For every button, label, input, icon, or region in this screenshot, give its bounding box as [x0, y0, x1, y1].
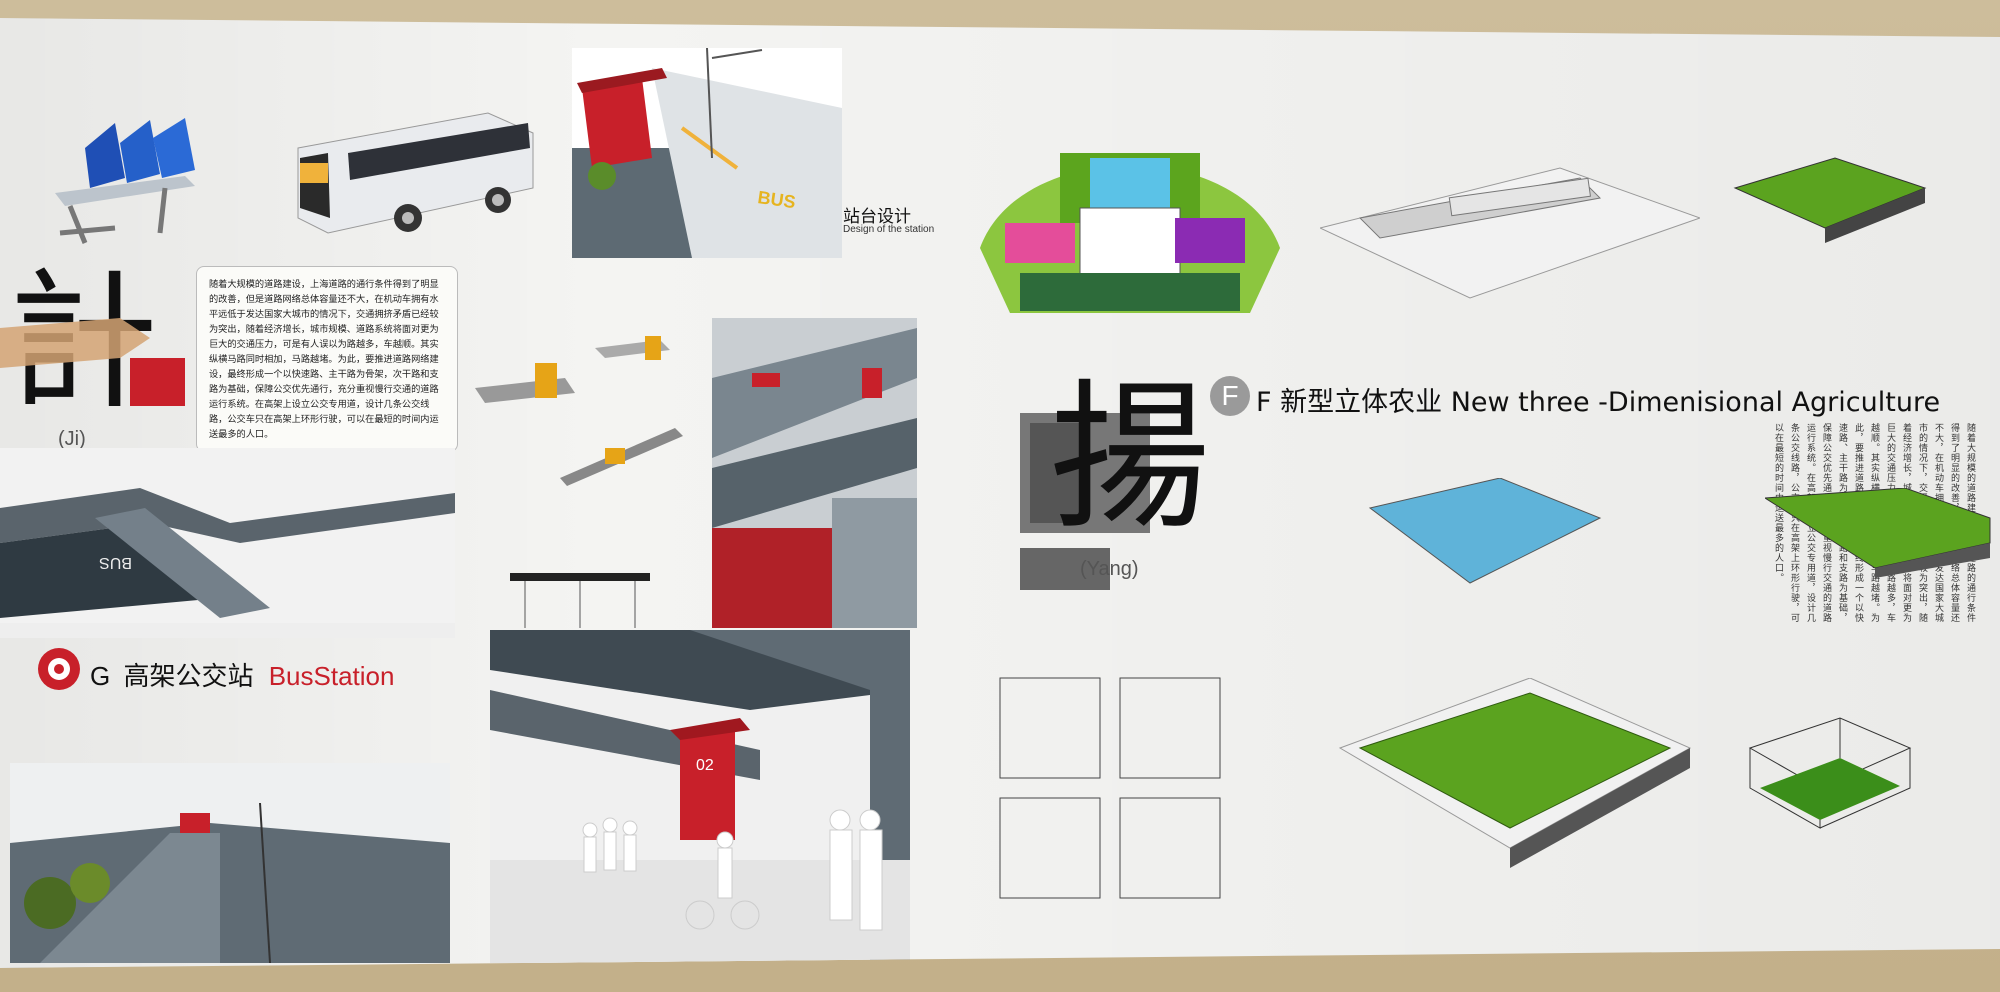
kiosk-model-2 [595, 336, 670, 360]
section-drawing [510, 573, 650, 628]
water-pool-model [1368, 478, 1602, 584]
bus-icon [297, 112, 534, 234]
f-logo: F [1210, 376, 1250, 416]
grid-plan-drawing [999, 677, 1221, 899]
terrace-field-model [1765, 488, 1991, 578]
site-plan [980, 153, 1280, 313]
intro-paragraph: 随着大规模的道路建设，上海道路的通行条件得到了明显的改善，但是道路网络总体容量还… [196, 266, 458, 452]
bus-station-title: G 高架公交站 BusStation [90, 656, 394, 693]
green-field-model-1 [1733, 157, 1927, 243]
kiosk-model-1 [475, 363, 575, 403]
kiosk-model-3 [560, 428, 683, 486]
bridge-render [10, 763, 450, 964]
exhibition-board: BUS 站台设计 Design of the station 計 (Ji) 随着… [0, 18, 2000, 968]
yang-character: 揚 [1050, 364, 1211, 551]
station-render-top: BUS [572, 47, 842, 258]
station-title-en: Design of the station [843, 224, 935, 235]
hand-with-ticket-icon [0, 318, 185, 406]
overpass-render [712, 318, 917, 628]
bus-seat-icon [55, 118, 195, 244]
kiosk-number: 02 [696, 757, 714, 774]
bus-station-letter: G [90, 661, 111, 691]
road-bus-text: BUS [99, 554, 132, 571]
kiosk-under-bridge-render: 02 [490, 630, 910, 963]
bw-photo-collage [1020, 413, 1150, 590]
yang-pinyin: (Yang) [1080, 558, 1139, 580]
green-field-model-2 [1338, 678, 1692, 868]
ji-pinyin: (Ji) [58, 428, 86, 450]
agri-title: F 新型立体农业 New three -Dimenisional Agricul… [1256, 387, 1941, 418]
bus-station-title-cn: 高架公交站 [123, 662, 254, 692]
station-render-image: BUS [572, 47, 842, 258]
elevated-road-render: BUS [0, 448, 455, 638]
g-logo [38, 648, 80, 690]
structure-perspective [1320, 167, 1700, 299]
bus-station-title-en: BusStation [268, 661, 395, 691]
people-silhouette-icon [582, 809, 883, 931]
station-title-cn: 站台设计 [843, 207, 911, 227]
wire-frame-field-model [1748, 717, 1912, 829]
